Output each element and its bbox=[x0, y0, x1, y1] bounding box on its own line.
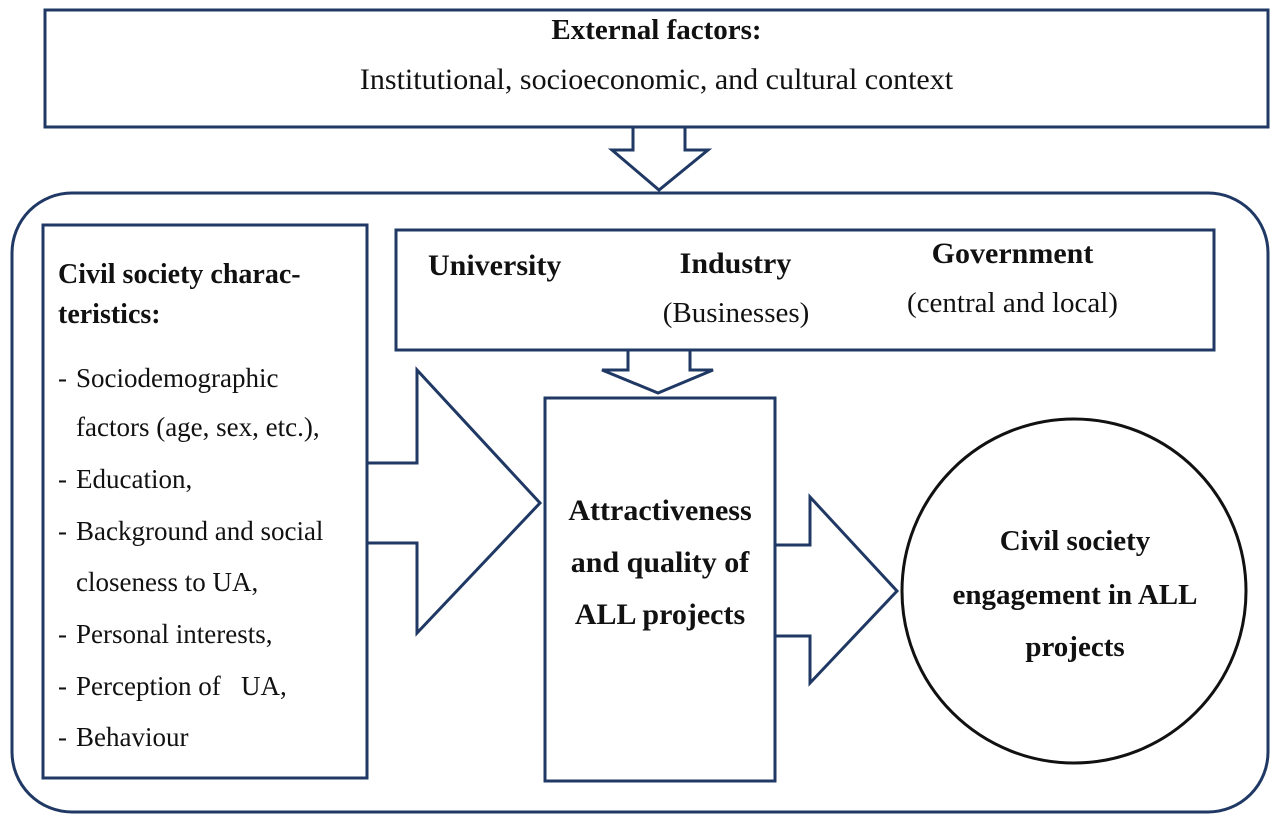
bullet-text: Behaviour bbox=[76, 722, 189, 752]
bullet-dash: - bbox=[58, 464, 67, 494]
center-line3: ALL projects bbox=[574, 598, 746, 631]
civil-society-right-arrow bbox=[365, 366, 543, 637]
helix-government-sub: (central and local) bbox=[907, 287, 1118, 319]
external-factors-title: External factors: bbox=[551, 14, 762, 46]
center-line2: and quality of bbox=[570, 546, 750, 579]
helix-government: Government bbox=[931, 237, 1094, 270]
triple-helix-box bbox=[394, 228, 1216, 352]
center-box bbox=[543, 396, 777, 783]
bullet-text: closeness to UA, bbox=[76, 567, 259, 597]
bullet-text: Background and social bbox=[76, 516, 324, 546]
external-factors-subtitle: Institutional, socioeconomic, and cultur… bbox=[359, 63, 954, 96]
bullet-dash: - bbox=[58, 671, 67, 701]
external-factors-box bbox=[43, 8, 1270, 129]
outcome-line3: projects bbox=[1025, 631, 1125, 663]
bullet-text: factors (age, sex, etc.), bbox=[76, 412, 320, 442]
helix-industry-sub: (Businesses) bbox=[662, 297, 810, 329]
system-container bbox=[10, 191, 1270, 814]
outcome-circle bbox=[900, 417, 1248, 765]
civil-society-title-line1: Civil society charac- bbox=[58, 259, 301, 290]
outcome-line2: engagement in ALL bbox=[952, 579, 1198, 611]
helix-industry: Industry bbox=[679, 247, 792, 280]
bullet-dash: - bbox=[58, 363, 67, 393]
bullet-text: Sociodemographic bbox=[76, 363, 279, 393]
bullet-text: Education, bbox=[76, 464, 193, 494]
bullet-dash: - bbox=[58, 619, 67, 649]
helix-down-arrow bbox=[601, 348, 714, 395]
outcome-line1: Civil society bbox=[999, 525, 1151, 557]
helix-university: University bbox=[428, 249, 562, 282]
bullet-dash: - bbox=[58, 722, 67, 752]
bullet-dash: - bbox=[58, 516, 67, 546]
center-line1: Attractiveness bbox=[568, 494, 752, 527]
center-right-arrow bbox=[773, 493, 900, 687]
civil-society-title-line2: teristics: bbox=[58, 299, 161, 330]
bullet-text: Perception of UA, bbox=[76, 671, 287, 701]
external-down-arrow bbox=[607, 125, 713, 192]
bullet-text: Personal interests, bbox=[76, 619, 273, 649]
